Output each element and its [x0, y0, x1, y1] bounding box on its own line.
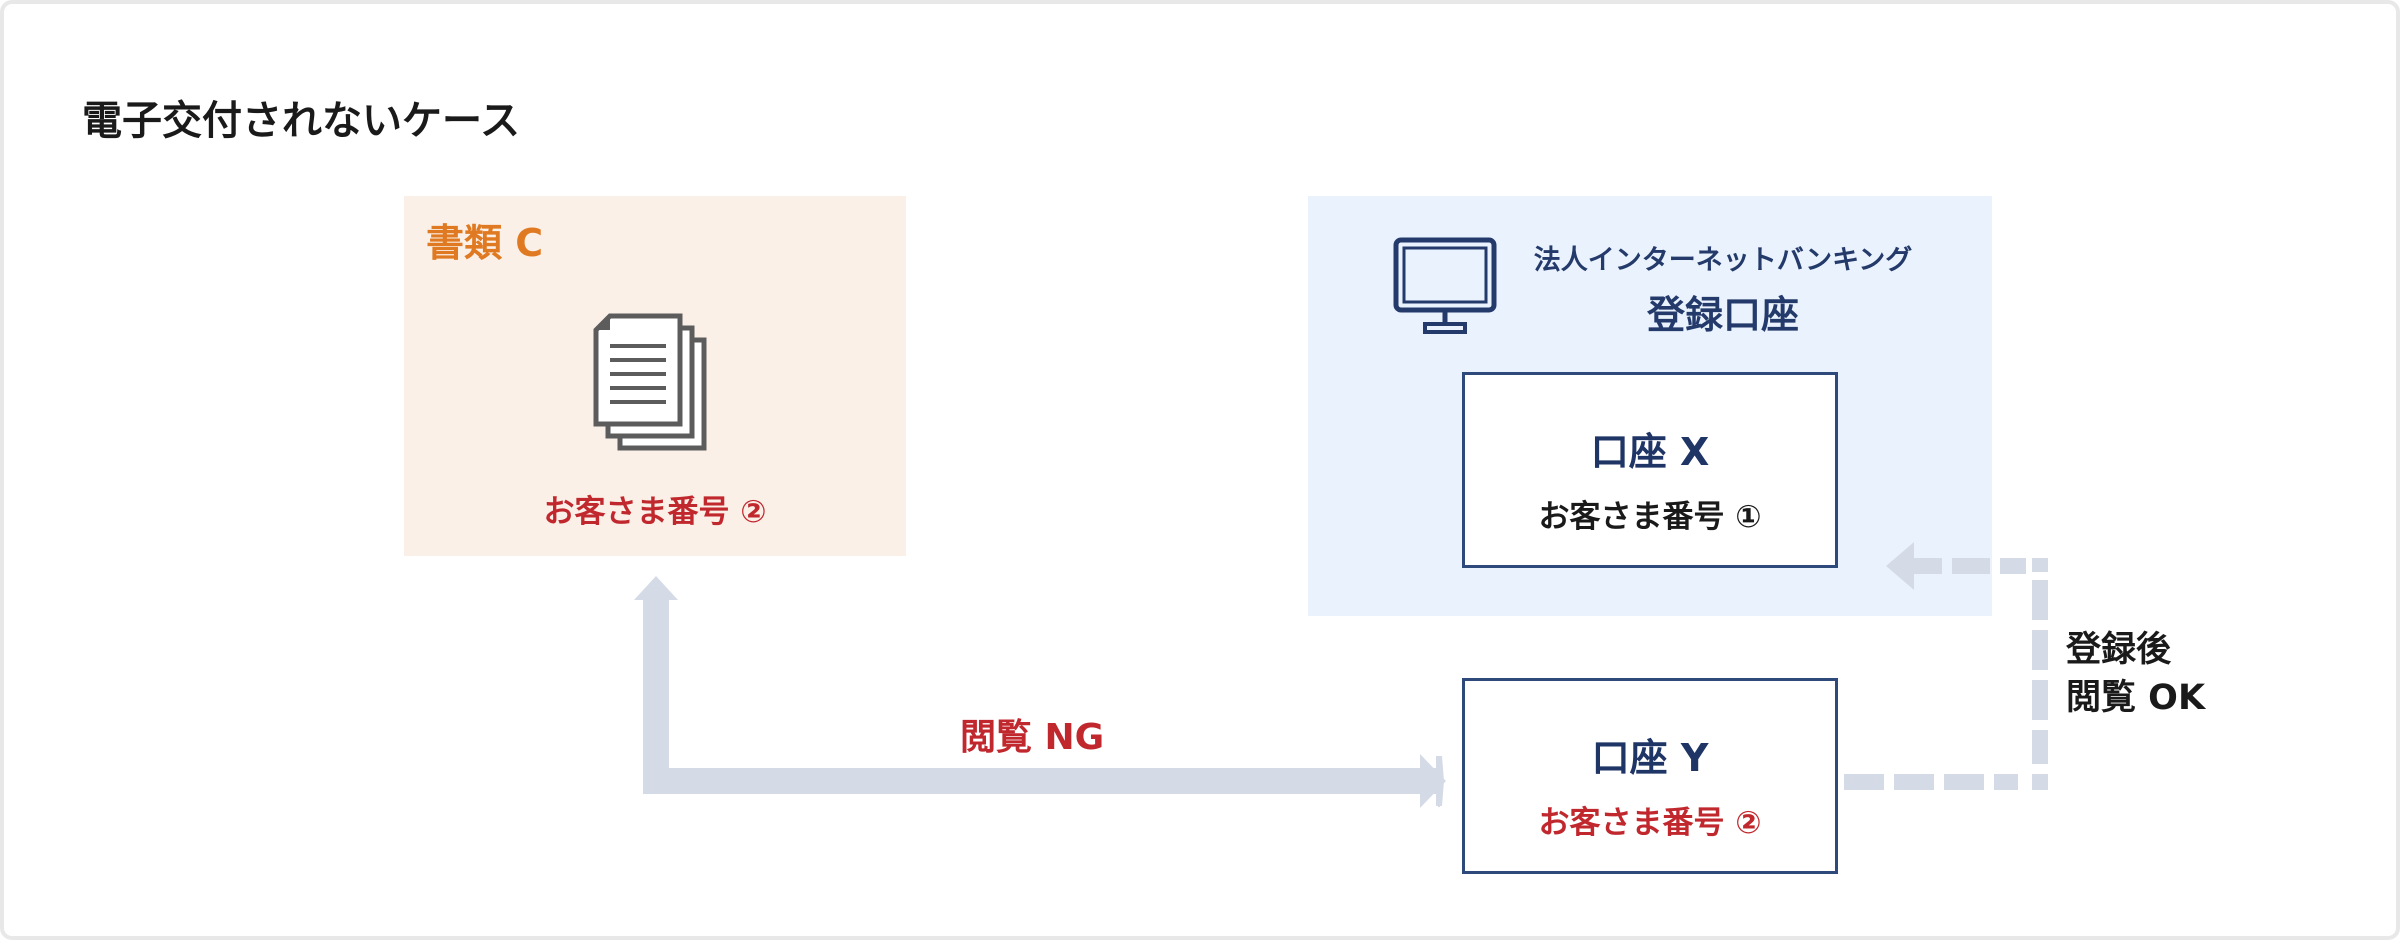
diagram-heading: 電子交付されないケース: [82, 98, 520, 144]
account-y-customer-number: お客さま番号 ②: [1538, 805, 1762, 841]
document-c-panel: 書類 C お客さま番号 ②: [404, 196, 906, 556]
registered-accounts-label: 登録口座: [1646, 293, 1799, 337]
monitor-icon: [1393, 237, 1497, 334]
after-registration-dashed-arrow: [1844, 542, 2048, 790]
document-stack-icon: [593, 313, 707, 451]
account-y-name: 口座 Y: [1591, 736, 1709, 780]
account-x-customer-number: お客さま番号 ①: [1538, 499, 1762, 535]
after-registration-label-line1: 登録後: [2066, 630, 2172, 670]
account-x-name: 口座 X: [1590, 430, 1710, 474]
view-ng-arrowhead: [1420, 754, 1446, 808]
account-x-box: 口座 X お客さま番号 ①: [1462, 372, 1838, 568]
after-registration-label: 登録後 閲覧 OK: [2066, 626, 2205, 722]
after-registration-label-line2: 閲覧 OK: [2066, 678, 2206, 718]
view-ng-arrow: [634, 576, 1444, 807]
document-customer-number: お客さま番号 ②: [543, 494, 767, 530]
view-ng-label: 閲覧 NG: [960, 717, 1105, 758]
bank-service-name: 法人インターネットバンキング: [1533, 245, 1913, 276]
account-y-box: 口座 Y お客さま番号 ②: [1462, 678, 1838, 874]
document-title: 書類 C: [426, 221, 544, 265]
